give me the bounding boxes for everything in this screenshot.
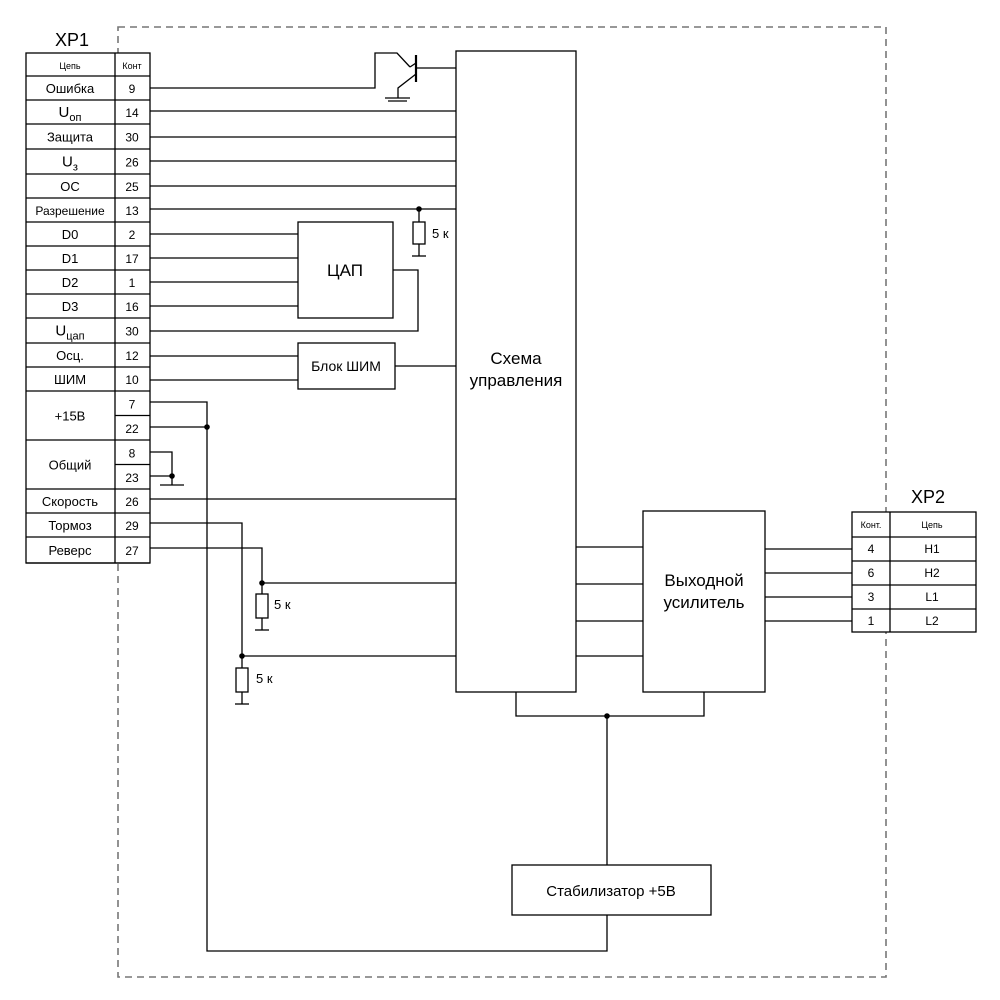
xp1-row-contact: 14 — [125, 106, 139, 120]
xp1-row-contact: 10 — [125, 373, 139, 387]
xp1-row-label: Скорость — [42, 494, 98, 509]
xp1-row-label: D3 — [62, 299, 79, 314]
xp1-row-label: Разрешение — [35, 204, 105, 218]
xp2-row-label: L2 — [925, 614, 939, 628]
xp2-row-label: H1 — [924, 542, 940, 556]
pwm-label: Блок ШИМ — [311, 358, 381, 374]
xp1-row-contact: 26 — [125, 495, 139, 509]
xp1-header-circuit: Цепь — [59, 61, 81, 71]
xp1-row-contact: 25 — [125, 180, 139, 194]
xp1-row-label: Осц. — [56, 348, 84, 363]
xp2-connector: XP2 Конт. Цепь 4 H1 6 H2 3 L1 1 L2 — [851, 487, 977, 633]
xp1-row-label: Uз — [62, 154, 78, 174]
xp1-title: XP1 — [55, 30, 89, 50]
xp2-header-circuit: Цепь — [921, 520, 943, 530]
control-block-label-1: Схема — [490, 349, 542, 368]
xp2-row-label: H2 — [924, 566, 940, 580]
xp1-row-contact: 12 — [125, 349, 139, 363]
xp1-row-contact: 30 — [125, 325, 139, 339]
xp1-row-label: +15В — [55, 409, 86, 424]
xp1-row-label: Тормоз — [48, 518, 91, 533]
stabilizer-block — [511, 864, 712, 916]
xp1-row-label: Реверс — [48, 543, 92, 558]
xp2-row-contact: 6 — [868, 566, 875, 580]
xp2-frame — [851, 511, 977, 633]
xp1-row-contact: 9 — [129, 82, 136, 96]
xp1-row-contact: 27 — [125, 544, 139, 558]
xp1-row-contact: 17 — [125, 252, 139, 266]
brake-resistor-label: 5 к — [256, 671, 273, 686]
amplifier-label-2: усилитель — [664, 593, 745, 612]
dac-label: ЦАП — [327, 261, 363, 280]
xp1-row-label: ОС — [60, 179, 80, 194]
xp1-row-contact: 1 — [129, 276, 136, 290]
pwm-block — [297, 342, 396, 390]
xp1-row-label: Uцап — [55, 323, 84, 343]
xp2-row-label: L1 — [925, 590, 939, 604]
reverse-resistor-label: 5 к — [274, 597, 291, 612]
device-boundary — [117, 26, 887, 978]
xp1-row-label: Uоп — [59, 104, 82, 124]
control-block — [455, 50, 577, 693]
xp1-row-contact: 16 — [125, 300, 139, 314]
xp2-title: XP2 — [911, 487, 945, 507]
xp2-header-contact: Конт. — [861, 520, 882, 530]
enable-resistor — [412, 221, 426, 245]
transistor-icon — [385, 55, 456, 102]
xp1-row-contact: 13 — [125, 204, 139, 218]
xp1-row-contact: 8 — [129, 446, 136, 460]
xp1-row-label: Защита — [47, 130, 94, 145]
xp2-row-contact: 4 — [868, 542, 875, 556]
xp1-row-contact: 22 — [125, 422, 139, 436]
xp1-row-label: Общий — [49, 458, 92, 473]
xp1-row-contact: 7 — [129, 397, 136, 411]
xp1-row-contact: 30 — [125, 131, 139, 145]
xp1-row-label: D2 — [62, 275, 79, 290]
xp1-row-label: D0 — [62, 227, 79, 242]
xp2-row-contact: 3 — [868, 590, 875, 604]
amplifier-label-1: Выходной — [664, 571, 743, 590]
xp1-row-contact: 23 — [125, 471, 139, 485]
xp1-row-contact: 26 — [125, 156, 139, 170]
enable-resistor-label: 5 к — [432, 226, 449, 241]
xp1-row-label: D1 — [62, 251, 79, 266]
xp1-row-contact: 2 — [129, 228, 136, 242]
brake-resistor — [235, 667, 249, 693]
stabilizer-label: Стабилизатор +5В — [546, 883, 676, 900]
xp1-header-contact: Конт — [122, 61, 141, 71]
xp1-row-label: ШИМ — [54, 372, 86, 387]
output-amplifier-block — [642, 510, 766, 693]
xp2-row-contact: 1 — [868, 614, 875, 628]
xp1-row-contact: 29 — [125, 519, 139, 533]
reverse-resistor — [255, 593, 269, 619]
control-block-label-2: управления — [470, 371, 563, 390]
wiring: 5 к 5 к — [150, 52, 852, 952]
dac-block — [297, 221, 394, 319]
xp1-row-label: Ошибка — [46, 81, 95, 96]
